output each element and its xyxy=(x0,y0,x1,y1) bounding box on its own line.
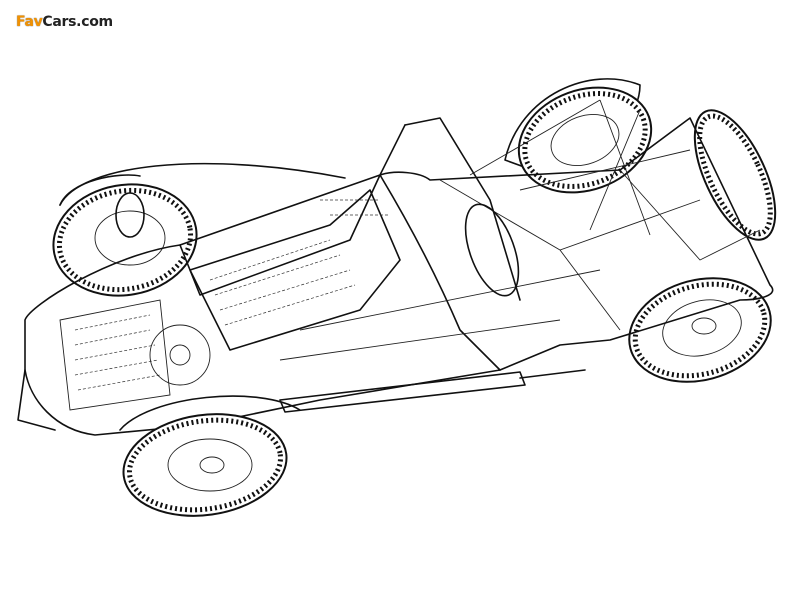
front-right-wheel xyxy=(52,162,346,297)
steering-wheel-icon xyxy=(464,203,520,297)
engine xyxy=(149,189,401,386)
watermark-highlight: Fav xyxy=(16,14,43,30)
front-left-wheel xyxy=(119,395,301,517)
exhaust-pipe xyxy=(279,369,586,413)
headlamp-icon xyxy=(115,192,145,238)
favcars-watermark-logo: FavCars.com xyxy=(16,14,113,30)
chassis-frame xyxy=(279,99,761,361)
rear-right-wheel xyxy=(628,109,777,383)
rear-left-wheel xyxy=(504,78,653,194)
watermark-rest: Cars.com xyxy=(42,14,113,30)
